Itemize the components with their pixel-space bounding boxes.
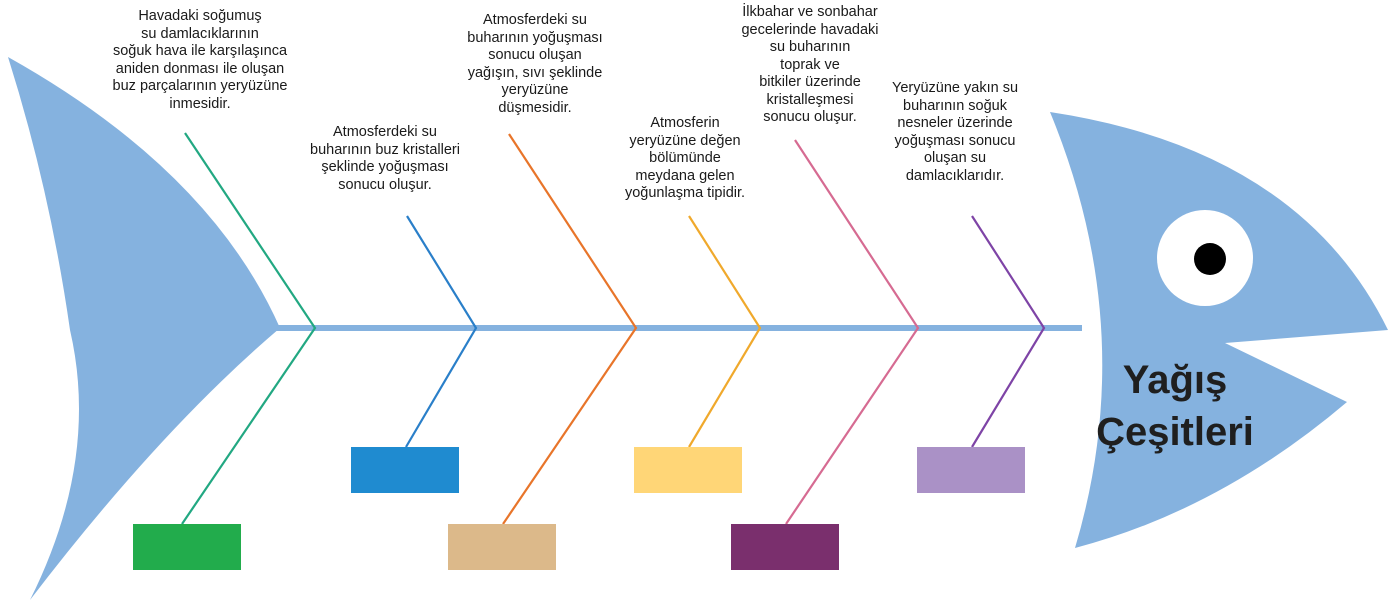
- fish-bone-1: [181, 132, 317, 525]
- clue-text-1: Havadaki soğumuş su damlacıklarının soğu…: [112, 8, 288, 112]
- answer-box-1[interactable]: [133, 524, 241, 570]
- fish-head: [1050, 112, 1388, 548]
- fish-bone-2: [405, 215, 478, 448]
- clue-text-5: İlkbahar ve sonbahar gecelerinde havadak…: [741, 4, 879, 125]
- answer-box-3[interactable]: [448, 524, 556, 570]
- answer-box-6[interactable]: [917, 447, 1025, 493]
- fish-bones: [181, 132, 1046, 525]
- answer-box-4[interactable]: [634, 447, 742, 493]
- fish-bone-6: [971, 215, 1046, 448]
- diagram-title-line-2: Çeşitleri: [1096, 410, 1254, 454]
- fish-tail: [8, 57, 280, 600]
- clue-text-3: Atmosferdeki su buharının yoğuşması sonu…: [467, 12, 603, 116]
- clue-text-2: Atmosferdeki su buharının buz kristaller…: [310, 124, 460, 193]
- diagram-title: Yağış Çeşitleri: [1075, 354, 1275, 458]
- fish-bone-4: [688, 215, 762, 448]
- clue-text-6: Yeryüzüne yakın su buharının soğuk nesne…: [891, 80, 1019, 184]
- diagram-title-line-1: Yağış: [1122, 358, 1228, 402]
- answer-box-2[interactable]: [351, 447, 459, 493]
- fish-bone-5: [785, 139, 920, 525]
- fish-bone-3: [502, 133, 638, 525]
- clue-text-4: Atmosferin yeryüzüne değen bölümünde mey…: [624, 115, 746, 201]
- answer-box-5[interactable]: [731, 524, 839, 570]
- fish-eye-pupil: [1194, 243, 1226, 275]
